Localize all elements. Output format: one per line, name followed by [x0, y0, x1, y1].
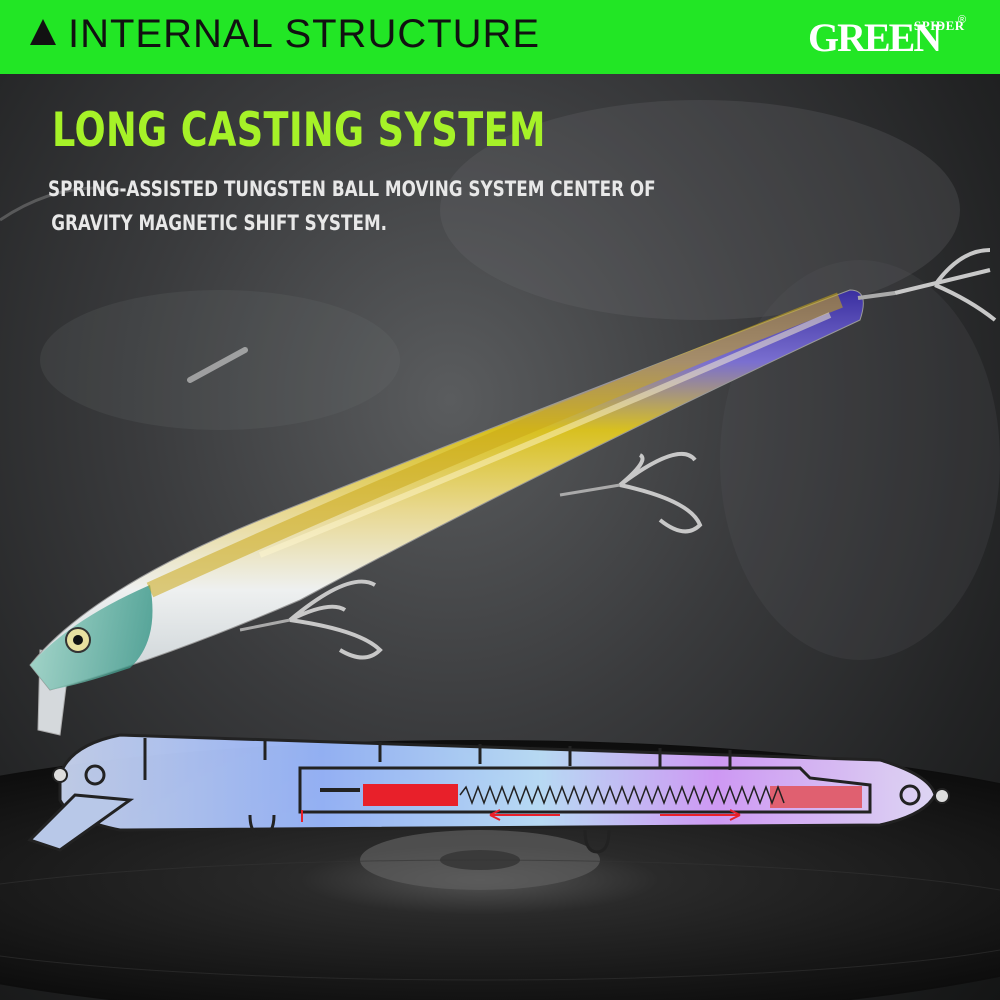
- tungsten-ball-rear: [770, 786, 862, 808]
- up-triangle-icon: [30, 19, 56, 45]
- banner-title: INTERNAL STRUCTURE: [30, 12, 540, 57]
- registered-mark: ®: [958, 14, 967, 26]
- brand-logo: GREEN SPIDER ®: [808, 14, 978, 64]
- arrow-right-icon: [660, 809, 741, 821]
- feature-headline: LONG CASTING SYSTEM: [52, 103, 546, 158]
- banner-title-text: INTERNAL STRUCTURE: [68, 12, 541, 56]
- feature-description: SPRING-ASSISTED TUNGSTEN BALL MOVING SYS…: [48, 172, 656, 240]
- spring: [459, 784, 785, 806]
- tungsten-ball-front: [363, 784, 458, 806]
- logo-sub-text: SPIDER: [914, 18, 965, 33]
- description-line-1: SPRING-ASSISTED TUNGSTEN BALL MOVING SYS…: [48, 177, 656, 201]
- header-banner: INTERNAL STRUCTURE GREEN SPIDER ®: [0, 0, 1000, 74]
- description-line-2: GRAVITY MAGNETIC SHIFT SYSTEM.: [51, 211, 388, 235]
- arrow-left-icon: [489, 809, 560, 821]
- logo-main-text: GREEN: [808, 15, 942, 60]
